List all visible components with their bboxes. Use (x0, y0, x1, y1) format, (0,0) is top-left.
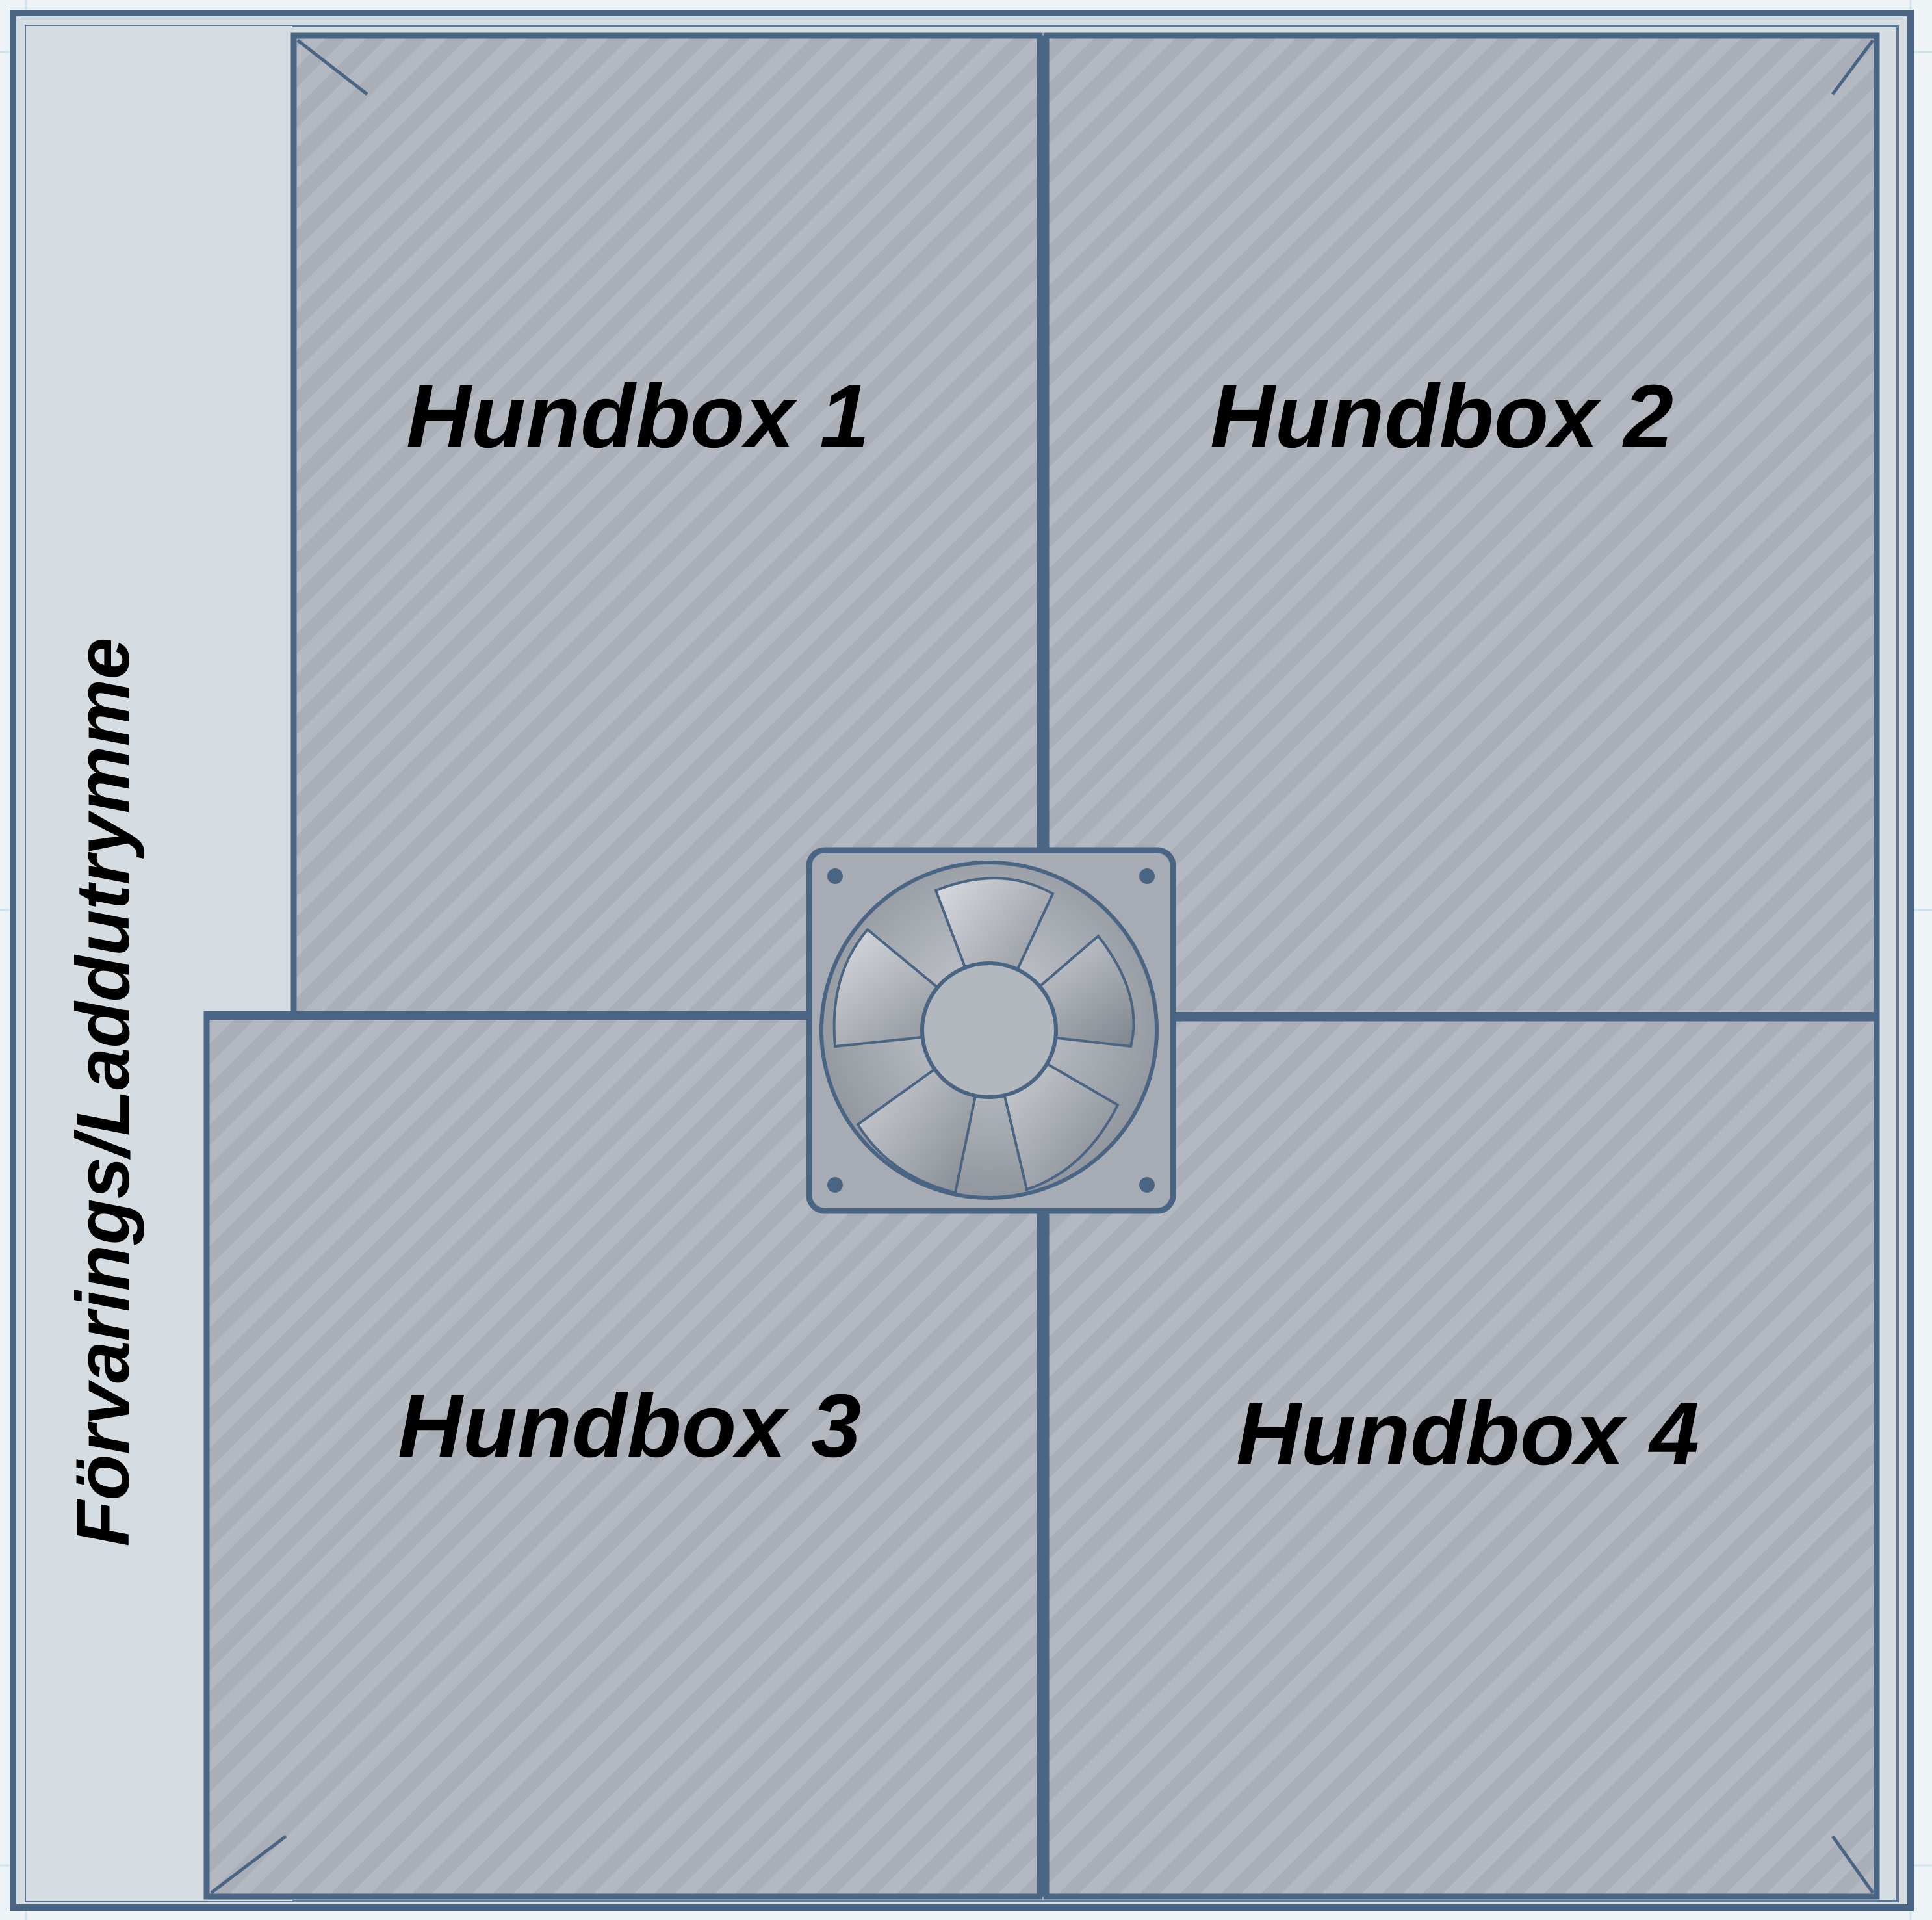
dog-box-1-label: Hundbox 1 (406, 367, 869, 467)
dog-box-4-label: Hundbox 4 (1236, 1384, 1699, 1484)
dog-box-3-label: Hundbox 3 (398, 1376, 861, 1476)
dog-box-2 (1043, 32, 1880, 1022)
fan-icon (806, 847, 1176, 1214)
storage-area-label: Förvarings/Laddutrymme (60, 637, 145, 1547)
corner-marks (210, 39, 1875, 1894)
dog-box-2-label: Hundbox 2 (1210, 367, 1673, 467)
